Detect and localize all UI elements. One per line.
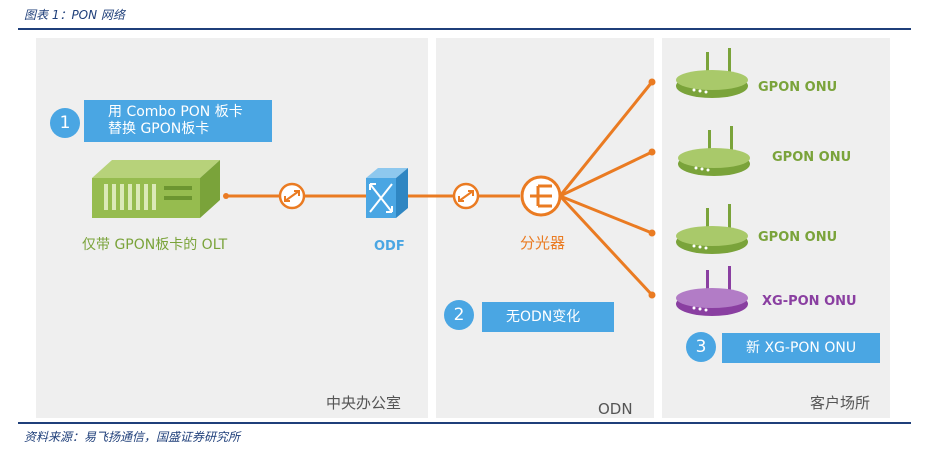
onu-label-4: XG-PON ONU xyxy=(762,294,857,309)
fiber-to-onu-2 xyxy=(559,150,653,198)
odn-label: ODN xyxy=(598,400,633,418)
step-1-badge: 1 xyxy=(50,108,80,138)
onu-label-3: GPON ONU xyxy=(758,230,838,245)
gpon-onu-icon-3 xyxy=(676,204,748,254)
step-1-line-1: 用 Combo PON 板卡 xyxy=(108,104,243,120)
step-3-badge: 3 xyxy=(686,332,716,362)
top-rule xyxy=(18,28,911,30)
step-2-box: 无ODN变化 xyxy=(482,302,614,332)
olt-label: 仅带 GPON板卡的 OLT xyxy=(82,237,228,253)
fiber-endpoints xyxy=(223,78,656,299)
bottom-rule xyxy=(18,422,911,424)
step-1-box: 用 Combo PON 板卡 替换 GPON板卡 xyxy=(84,100,272,142)
odf-icon xyxy=(366,168,408,218)
figure-title: 图表 1：PON 网络 xyxy=(24,8,125,22)
olt-device-icon xyxy=(92,160,220,218)
xgpon-onu-icon xyxy=(676,266,748,316)
customer-premises-label: 客户场所 xyxy=(810,394,871,412)
fiber-to-onu-1 xyxy=(558,81,654,197)
step-3-box: 新 XG-PON ONU xyxy=(722,333,880,363)
odf-label: ODF xyxy=(374,239,405,254)
gpon-onu-icon-1 xyxy=(676,48,748,98)
gpon-onu-icon-2 xyxy=(678,126,750,176)
odn-panel xyxy=(436,38,654,418)
step-2-badge: 2 xyxy=(444,300,474,330)
central-office-label: 中央办公室 xyxy=(326,394,402,412)
fiber-connector-icon-2 xyxy=(452,182,480,210)
splitter-icon xyxy=(520,175,562,217)
step-1-line-2: 替换 GPON板卡 xyxy=(108,121,210,137)
splitter-label: 分光器 xyxy=(520,234,566,252)
source-note: 资料来源：易飞扬通信，国盛证券研究所 xyxy=(24,430,241,444)
fiber-to-onu-4 xyxy=(558,194,654,297)
onu-label-2: GPON ONU xyxy=(772,150,852,165)
fiber-connector-icon-1 xyxy=(278,182,306,210)
fiber-to-onu-3 xyxy=(559,194,653,235)
onu-label-1: GPON ONU xyxy=(758,80,838,95)
